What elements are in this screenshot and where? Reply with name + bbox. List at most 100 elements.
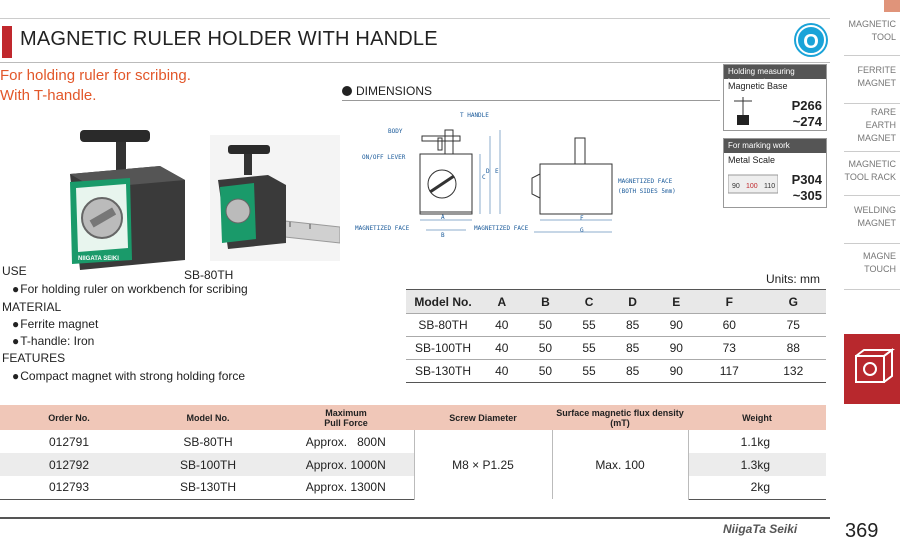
table-cell: 85 [610,336,655,360]
category-sidebar: MAGNETIC TOOL FERRITE MAGNET RARE EARTH … [844,0,900,542]
label-a: A [441,214,445,221]
material-item: Ferrite magnet [12,317,98,331]
label-f: F [580,215,584,222]
table-cell: 40 [480,313,524,337]
column-header: F [698,289,761,314]
svg-text:100: 100 [746,183,758,190]
table-cell: 50 [523,336,568,360]
table-row: SB-130TH 40 50 55 85 90 117 132 [406,359,826,383]
photo-model-label: SB-80TH [184,268,234,282]
column-header: E [654,289,699,314]
sidebar-item-magnetic-tool[interactable]: MAGNETIC TOOL [844,18,900,56]
table-row: 012791 SB-80TH Approx. 800N M8 × P1.25 M… [0,430,826,499]
label-both-sides: (BOTH SIDES 5mm) [618,188,676,195]
screw-diameter: M8 × P1.25 [413,430,553,499]
title-rule [0,62,830,63]
table-cell: 73 [698,336,761,360]
table-cell: 55 [567,313,611,337]
use-item: For holding ruler on workbench for scrib… [12,282,247,296]
pull-force: Approx. 800N [305,434,386,449]
sidebar-tab-marker [884,0,900,12]
sidebar-item-rare-earth-magnet[interactable]: RARE EARTH MAGNET [844,106,900,152]
model-no: SB-80TH [183,434,233,449]
brand-logo: NiigaTa Seiki [723,522,798,536]
table-cell: 85 [610,359,655,383]
dimension-drawing [419,129,613,233]
column-header: C [567,289,611,314]
table-cell: 88 [760,336,826,360]
svg-text:90: 90 [732,183,740,190]
category-badge: O [796,25,826,55]
subtitle-line-2: With T-handle. [0,87,97,104]
page-number: 369 [845,520,879,542]
column-header: Maximum Pull Force [278,405,414,430]
order-table: Order No. Model No. Maximum Pull Force S… [0,405,826,500]
table-row: SB-100TH 40 50 55 85 90 73 88 [406,336,826,360]
sidebar-item-magne-touch[interactable]: MAGNE TOUCH [844,250,900,290]
dimensions-title: DIMENSIONS [342,84,432,98]
column-header: B [523,289,568,314]
title-bar: MAGNETIC RULER HOLDER WITH HANDLE [0,24,830,60]
ref-marking-page1: P304 [791,172,822,187]
label-body: BODY [388,128,403,135]
table-cell: 40 [480,336,524,360]
ref-marking-header: For marking work [724,139,826,153]
magnet-block-icon [855,348,895,383]
dimension-table-header: Model No. A B C D E F G [406,289,826,314]
title-accent [2,26,12,58]
sidebar-active-section[interactable] [844,334,900,404]
table-cell: 132 [760,359,826,383]
column-header: Model No. [406,289,480,314]
sidebar-item-magnetic-tool-rack[interactable]: MAGNETIC TOOL RACK [844,158,900,196]
weight: 2kg [688,476,826,500]
label-t-handle: T HANDLE [460,112,489,119]
table-cell: 90 [654,359,699,383]
label-g: G [580,227,584,234]
ref-holding-header: Holding measuring instruments [724,65,826,86]
label-magnetized-face-1: MAGNETIZED FACE [355,225,410,232]
sidebar-item-ferrite-magnet[interactable]: FERRITE MAGNET [844,64,900,104]
label-magnetized-face-side: MAGNETIZED FACE [618,178,673,185]
table-cell: SB-80TH [406,313,480,337]
column-header: A [480,289,524,314]
label-on-off-lever: ON/OFF LEVER [362,154,406,161]
table-row: 012793 SB-130TH Approx. 1300N 2kg [0,476,826,500]
material-item: T-handle: Iron [12,334,94,348]
table-row: 012792 SB-100TH Approx. 1000N 1.3kg [0,453,826,476]
units-label: Units: mm [766,272,820,286]
table-row: SB-80TH 40 50 55 85 90 60 75 [406,313,826,337]
column-header: Weight [688,405,826,430]
table-cell: 50 [523,313,568,337]
pull-force: Approx. 1300N [278,476,414,500]
weight: 1.1kg [740,434,770,449]
column-header: D [610,289,655,314]
table-cell: 40 [480,359,524,383]
table-cell: 60 [698,313,761,337]
label-e: E [495,168,499,175]
table-cell: 75 [760,313,826,337]
column-header: Order No. [0,405,138,430]
column-header: Screw Diameter [414,405,552,430]
product-photo-main: NIIGATA SEIKI [60,122,190,272]
ref-holding-page2: ~274 [792,114,822,129]
table-cell: 90 [654,313,699,337]
table-cell: 117 [698,359,761,383]
ref-marking-page2: ~305 [792,188,822,203]
ref-holding-name: Magnetic Base [728,81,788,91]
table-cell: 90 [654,336,699,360]
ref-marking-box[interactable]: For marking work Metal Scale 90 100 110 … [723,138,827,208]
table-cell: SB-130TH [406,359,480,383]
use-heading: USE [2,264,27,278]
sidebar-item-welding-magnet[interactable]: WELDING MAGNET [844,204,900,244]
table-cell: 55 [567,336,611,360]
column-header: Surface magnetic flux density (mT) [552,405,688,430]
svg-text:110: 110 [764,183,775,190]
pull-force: Approx. 1000N [278,453,414,476]
table-cell: 85 [610,313,655,337]
table-cell: 55 [567,359,611,383]
order-no: 012793 [0,476,138,500]
ref-holding-box[interactable]: Holding measuring instruments Magnetic B… [723,64,827,131]
ref-holding-page1: P266 [791,98,822,113]
product-photo-ruler [210,135,340,261]
table-cell: SB-100TH [406,336,480,360]
